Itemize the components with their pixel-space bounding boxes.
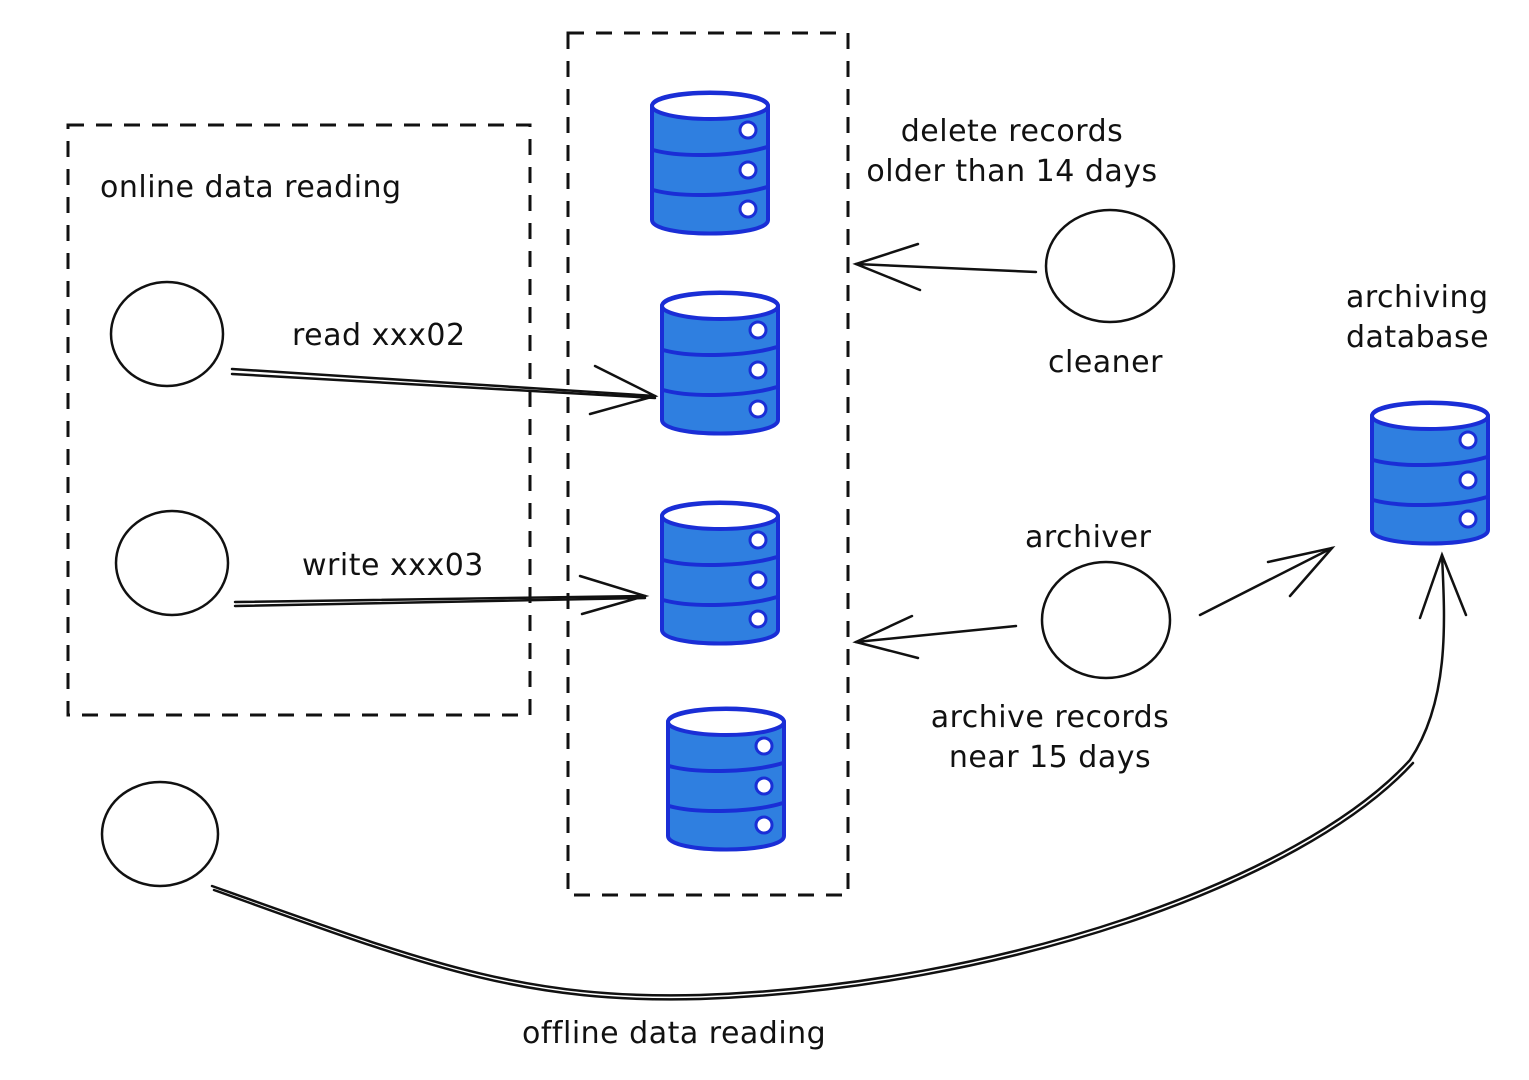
archive-db-label-line-2: database [1346,320,1490,355]
cleaner-label: cleaner [1048,345,1163,380]
archive-db-label: archiving database [1346,278,1489,358]
archiver-edge-label: archive records near 15 days [900,698,1200,778]
write-arrow [233,574,650,616]
archiver-edge-label-line-1: archive records [930,700,1170,735]
cleaner-node[interactable] [1044,208,1176,324]
reader-client-node[interactable] [109,280,225,388]
read-arrow [230,364,659,416]
database-icon-archive[interactable] [1370,400,1490,546]
offline-read-arrow [210,551,1468,1001]
offline-edge-label: offline data reading [522,1016,827,1051]
archive-db-label-line-1: archiving [1346,280,1489,315]
writer-client-node[interactable] [114,509,230,617]
cleaner-edge-label-line-2: older than 14 days [866,154,1158,189]
archiver-node[interactable] [1040,560,1172,680]
archiver-write-arrow [1198,545,1336,617]
database-icon-shard-2[interactable] [660,290,780,436]
archiver-read-arrow [852,614,1018,660]
cleaner-delete-arrow [852,242,1038,292]
cleaner-edge-label: delete records older than 14 days [862,112,1162,192]
online-group-label: online data reading [100,170,402,205]
read-edge-label: read xxx02 [292,318,466,353]
database-icon-shard-1[interactable] [650,90,770,236]
archiver-edge-label-line-2: near 15 days [948,740,1152,775]
database-icon-shard-3[interactable] [660,500,780,646]
archiver-label: archiver [1025,520,1152,555]
shards-group-box [566,31,850,897]
write-edge-label: write xxx03 [302,548,484,583]
database-icon-shard-4[interactable] [666,706,786,852]
offline-client-node[interactable] [100,780,220,888]
cleaner-edge-label-line-1: delete records [900,114,1124,149]
online-group-box [66,123,532,717]
